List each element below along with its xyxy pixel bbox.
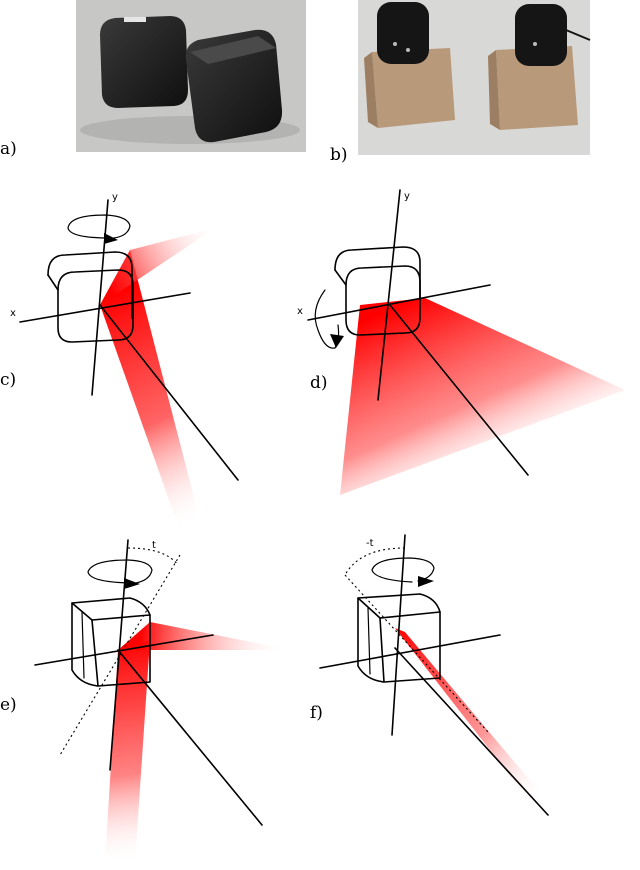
- panel-f-cube-edge-2: [367, 607, 371, 675]
- panel-f: [319, 534, 549, 816]
- panel-e-rotated-axis: [59, 554, 181, 756]
- panel-d-beam: [340, 298, 625, 495]
- panel-a-label: a): [0, 139, 17, 159]
- panel-d-axis-x: [307, 284, 491, 321]
- panel-f-axis-z: [394, 647, 549, 816]
- panel-f-cube-edge: [379, 617, 385, 683]
- panel-e-axis-y: [109, 539, 129, 771]
- panel-d-axis-z: [389, 304, 529, 476]
- panel-c-axis-x: [19, 292, 191, 323]
- panel-c-axis-x-label: x: [10, 308, 16, 319]
- panel-c-cube-front: [57, 269, 134, 343]
- panel-d-cube-front: [345, 265, 421, 336]
- panel-c-axis-y: [91, 199, 109, 396]
- panel-e-cube-edge: [91, 619, 99, 687]
- panel-e-rotation-arrow: [87, 559, 153, 584]
- panel-d-axis-y: [377, 189, 401, 401]
- panel-c-rotation-arrow: [67, 214, 131, 239]
- panel-c-beam-upper: [100, 228, 215, 305]
- panel-c-beam-vertical: [100, 250, 205, 545]
- panel-f-rotated-axis: [344, 574, 489, 733]
- panel-e-cube-edge-2: [81, 611, 85, 679]
- panel-e: [34, 539, 292, 862]
- panel-f-cube-top: [357, 593, 441, 619]
- panel-c-cube-back: [47, 251, 133, 319]
- panel-f-axis-x: [319, 634, 501, 669]
- panel-d-arrowhead: [330, 334, 344, 348]
- panel-d-label: d): [310, 373, 328, 393]
- panel-c-arrowhead: [104, 233, 118, 244]
- panel-c-cube-edge: [47, 274, 59, 291]
- panel-d-axis-y-label: y: [404, 191, 410, 202]
- panel-d: [307, 189, 625, 495]
- panel-d-cube-edge: [334, 269, 347, 286]
- panel-c-axis-y-label: y: [112, 192, 118, 203]
- panel-c-label: c): [0, 370, 16, 390]
- panel-a: [76, 0, 306, 152]
- panel-e-label: e): [0, 695, 17, 715]
- panel-e-angle-label: t: [152, 540, 156, 551]
- panel-b: [358, 0, 591, 155]
- panel-e-axis-z: [117, 649, 263, 826]
- panel-f-axis-y: [391, 534, 406, 736]
- panel-e-angle-arc: [127, 547, 179, 566]
- panel-f-rotation-arrow: [371, 557, 435, 583]
- panel-f-label: f): [310, 703, 323, 723]
- panel-f-angle-label: -t: [366, 538, 374, 549]
- photo-b-sensor-right: [515, 4, 591, 66]
- panel-e-axis-x: [34, 634, 214, 666]
- photo-b-sensor-left: [377, 2, 429, 64]
- photo-a-cube-right: [185, 29, 283, 143]
- panel-d-axis-x-label: x: [297, 306, 303, 317]
- panel-e-cube-top: [71, 597, 151, 621]
- panel-f-angle-arc: [344, 547, 406, 576]
- panel-e-arrowhead: [124, 578, 140, 589]
- panel-c: [19, 199, 239, 545]
- panel-f-beam: [395, 628, 548, 808]
- photo-b-box-right: [488, 46, 578, 130]
- panel-c-axis-z: [99, 304, 239, 481]
- photo-a-cube-left: [100, 16, 188, 108]
- panel-b-label: b): [330, 145, 348, 165]
- panel-d-cube-back: [334, 246, 421, 301]
- photo-b-box-left: [364, 48, 455, 128]
- panel-f-arrowhead: [418, 576, 434, 587]
